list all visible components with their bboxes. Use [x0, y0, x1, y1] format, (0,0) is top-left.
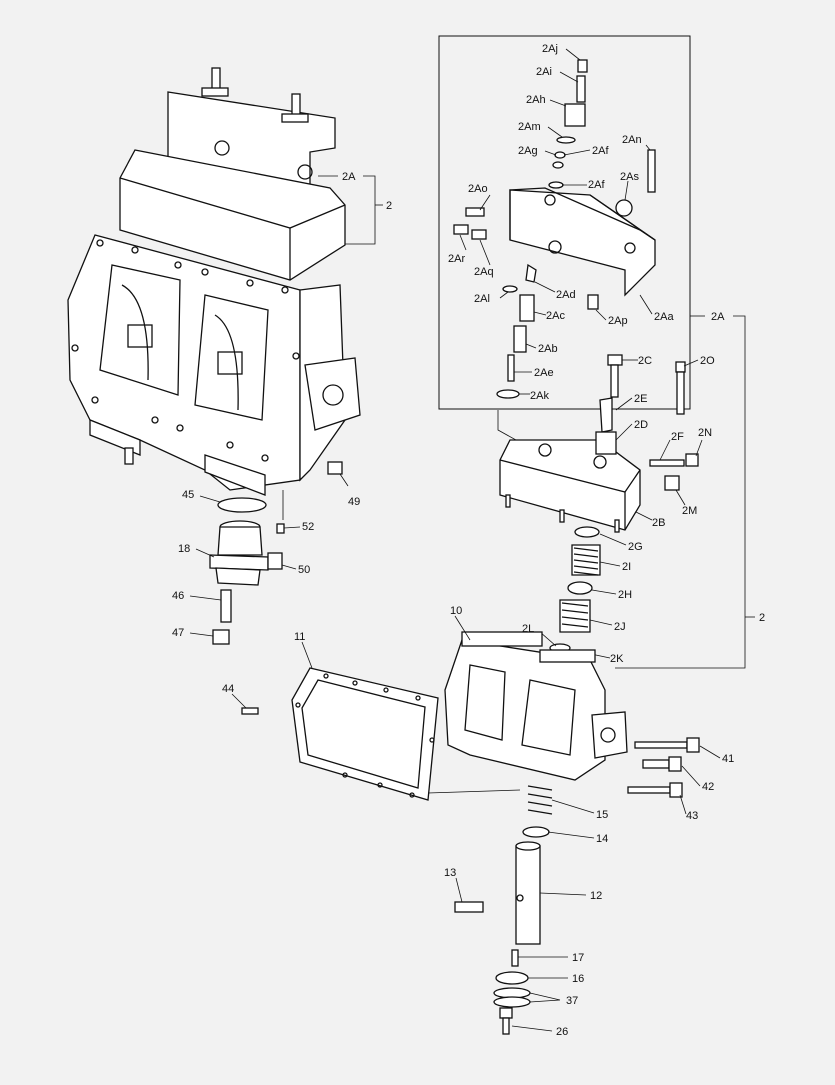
pin-44 — [241, 707, 259, 715]
label-2Ao: 2Ao — [468, 183, 488, 195]
label-41: 41 — [722, 753, 734, 765]
label-50: 50 — [298, 564, 310, 576]
label-2G: 2G — [628, 541, 643, 553]
label-14: 14 — [596, 833, 608, 845]
bolts-41-42-43 — [627, 737, 700, 798]
label-2Am: 2Am — [518, 121, 541, 133]
label-52: 52 — [302, 521, 314, 533]
label-11: 11 — [294, 631, 305, 643]
label-26: 26 — [556, 1026, 568, 1038]
inset-stack-parts — [453, 59, 656, 399]
label-18: 18 — [178, 543, 190, 555]
lower-stack-parts — [454, 785, 553, 1035]
label-46: 46 — [172, 590, 184, 602]
top-stud-right — [281, 93, 309, 123]
label-13: 13 — [444, 867, 456, 879]
label-2F: 2F — [671, 431, 684, 443]
label-2I: 2I — [622, 561, 631, 573]
label-2Af-1: 2Af — [592, 145, 609, 157]
block-2B — [499, 439, 641, 533]
label-2Ai: 2Ai — [536, 66, 552, 78]
label-2B: 2B — [652, 517, 665, 529]
label-2-top: 2 — [386, 200, 392, 212]
label-2Ah: 2Ah — [526, 94, 546, 106]
label-47: 47 — [172, 627, 184, 639]
label-2K: 2K — [610, 653, 624, 665]
left-lower-parts — [209, 461, 343, 645]
label-2A-top: 2A — [342, 171, 356, 183]
label-2J: 2J — [614, 621, 626, 633]
detail-inset-box — [438, 35, 691, 410]
label-2Af-2: 2Af — [588, 179, 605, 191]
label-49: 49 — [348, 496, 360, 508]
label-2Al: 2Al — [474, 293, 490, 305]
label-16: 16 — [572, 973, 584, 985]
label-2O: 2O — [700, 355, 715, 367]
label-2Aq: 2Aq — [474, 266, 494, 278]
label-2Ac: 2Ac — [546, 310, 565, 322]
label-45: 45 — [182, 489, 194, 501]
label-2-right: 2 — [759, 612, 765, 624]
gasket-11 — [291, 667, 439, 801]
label-2Aj: 2Aj — [542, 43, 558, 55]
label-2D: 2D — [634, 419, 648, 431]
label-2Ad: 2Ad — [556, 289, 576, 301]
label-17: 17 — [572, 952, 584, 964]
label-10: 10 — [450, 605, 462, 617]
label-2A-right: 2A — [711, 311, 725, 323]
body-10 — [444, 631, 628, 781]
label-2Ae: 2Ae — [534, 367, 554, 379]
main-block-assembly — [67, 67, 361, 496]
label-2E: 2E — [634, 393, 647, 405]
label-37: 37 — [566, 995, 578, 1007]
label-12: 12 — [590, 890, 602, 902]
top-stud-left — [201, 67, 229, 97]
label-2N: 2N — [698, 427, 712, 439]
label-2Ab: 2Ab — [538, 343, 558, 355]
label-2Ak: 2Ak — [530, 390, 549, 402]
label-42: 42 — [702, 781, 714, 793]
label-2As: 2As — [620, 171, 639, 183]
label-2Ar: 2Ar — [448, 253, 465, 265]
label-2H: 2H — [618, 589, 632, 601]
label-44: 44 — [222, 683, 234, 695]
inset-block-2Aa — [509, 187, 656, 297]
label-2Ag: 2Ag — [518, 145, 538, 157]
label-2An: 2An — [622, 134, 642, 146]
label-2M: 2M — [682, 505, 697, 517]
label-15: 15 — [596, 809, 608, 821]
label-43: 43 — [686, 810, 698, 822]
label-2Ap: 2Ap — [608, 315, 628, 327]
label-2Aa: 2Aa — [654, 311, 674, 323]
label-2C: 2C — [638, 355, 652, 367]
